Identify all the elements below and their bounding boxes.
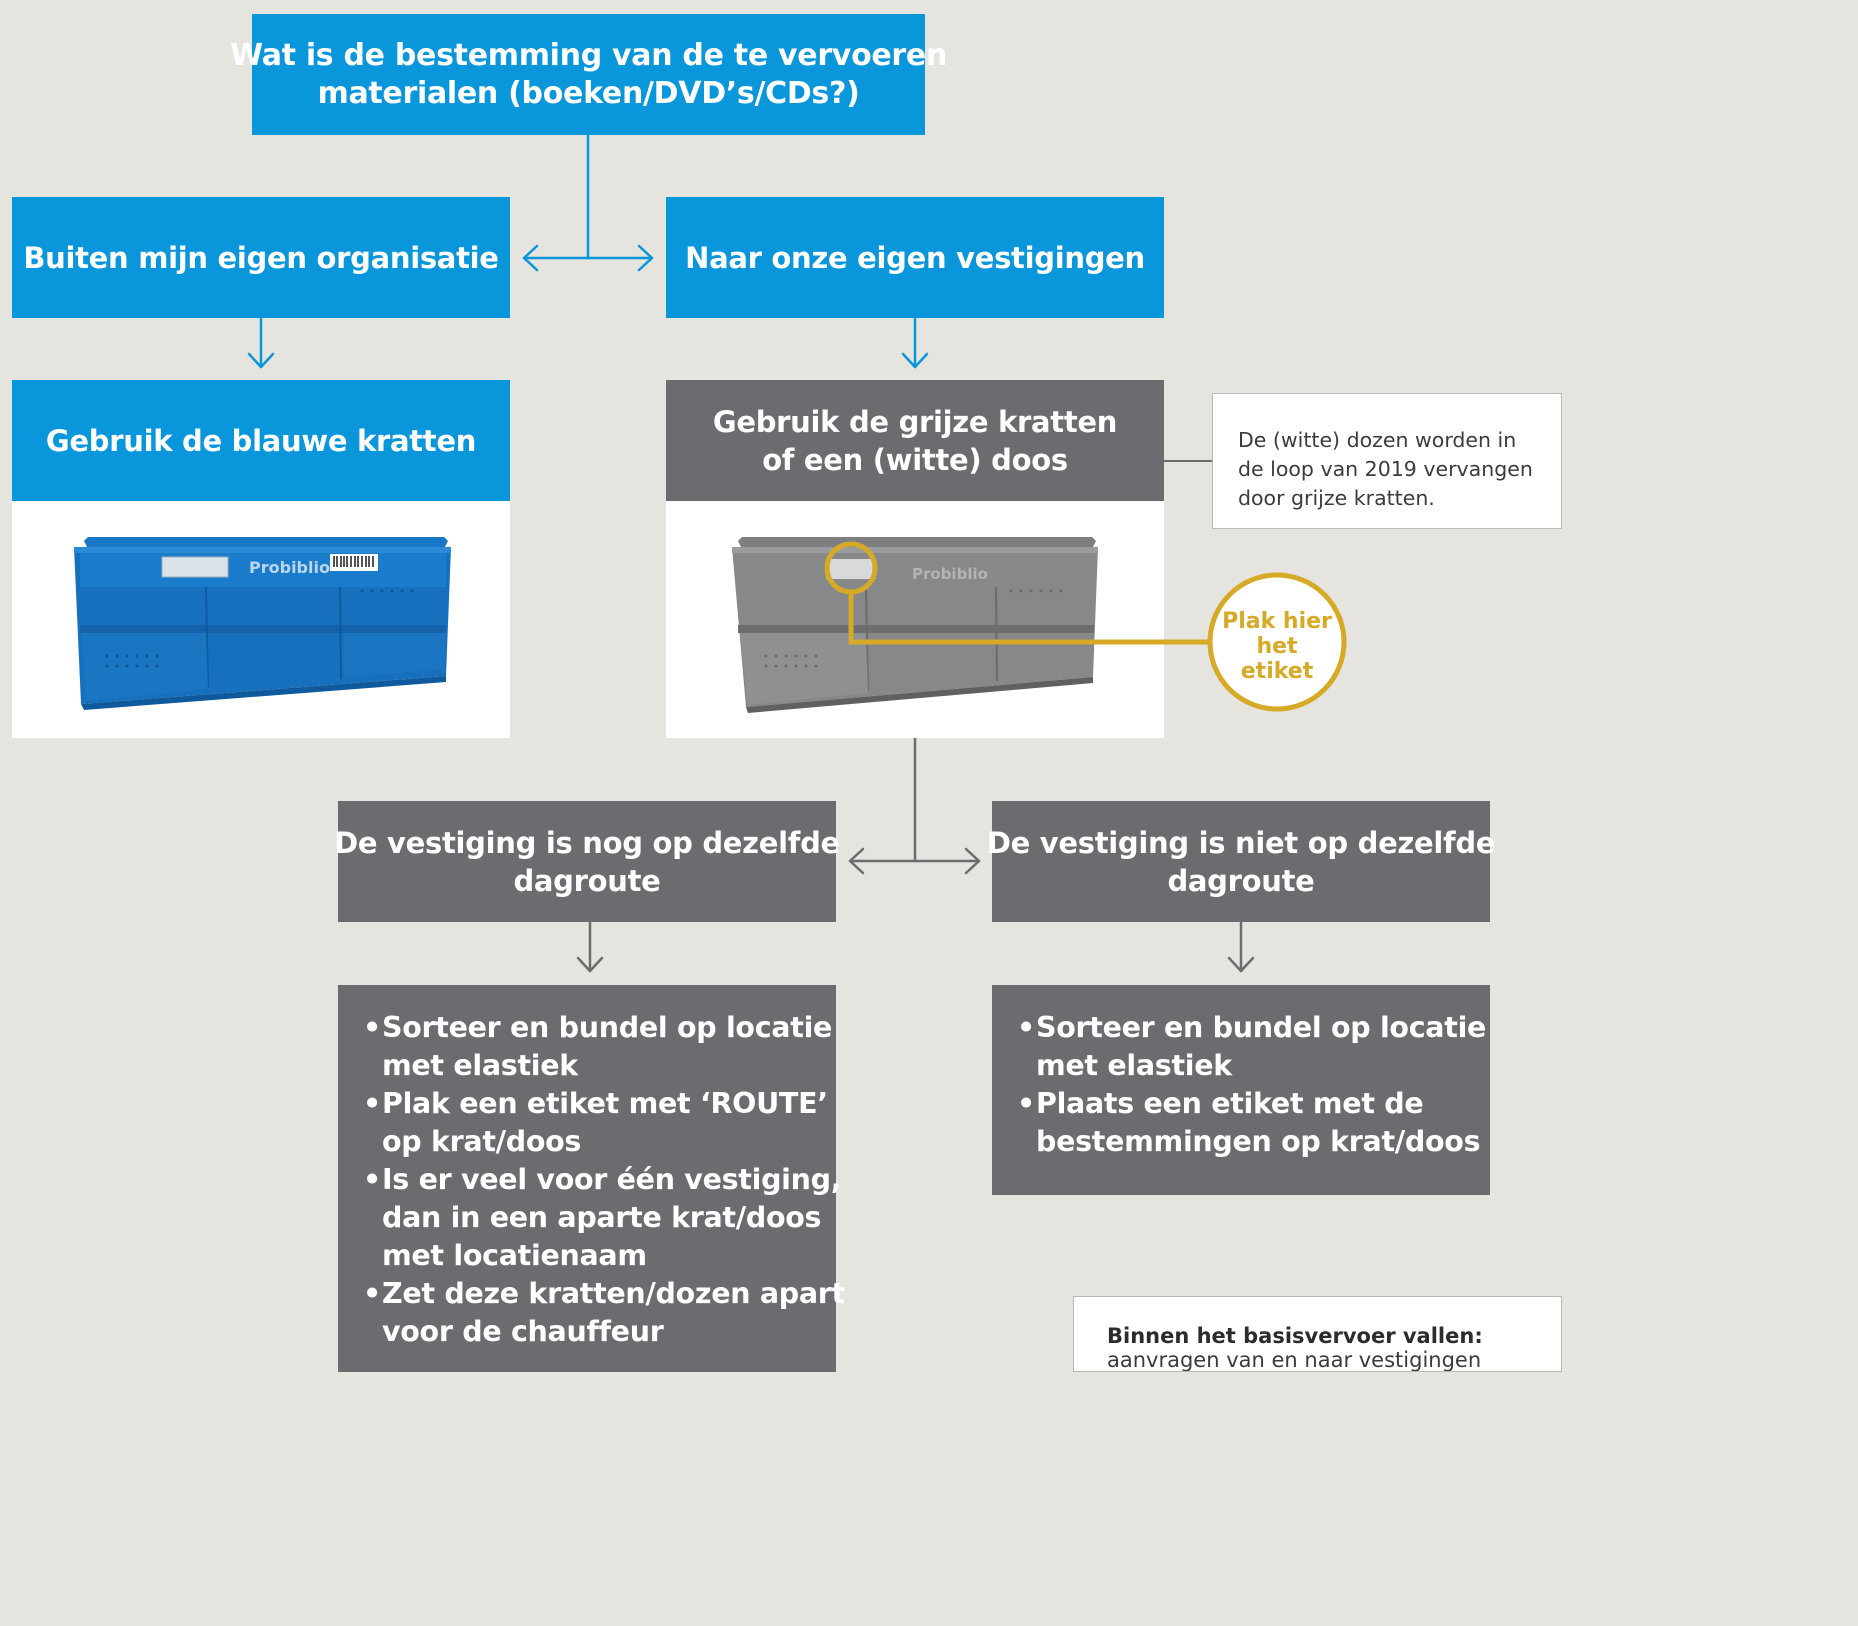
arrow-down-icon — [247, 316, 275, 369]
grey-crates-line: of een (witte) doos — [762, 442, 1068, 477]
step-line: Zet deze kratten/dozen apart — [382, 1277, 845, 1310]
question-line: materialen (boeken/DVD’s/CDs?) — [317, 75, 860, 111]
sticker-label: Plak hier het etiket — [1217, 609, 1337, 684]
route-different-line: dagroute — [1167, 863, 1315, 898]
arrow-down-icon — [1227, 920, 1255, 973]
basic-transport-text: aanvragen van en naar vestigingen — [1107, 1348, 1482, 1372]
step-line: Plaats een etiket met de — [1036, 1087, 1424, 1120]
note-line: door grijze kratten. — [1238, 486, 1435, 510]
step-line: dan in een aparte krat/doos — [382, 1201, 822, 1234]
route-same-line: De vestiging is nog op dezelfde — [334, 825, 840, 860]
step-line: Is er veel voor één vestiging, — [382, 1163, 842, 1196]
step-item: Sorteer en bundel op locatie met elastie… — [1017, 1009, 1490, 1085]
option-external-label: Buiten mijn eigen organisatie — [23, 240, 499, 275]
route-different-line: De vestiging is niet op dezelfde — [986, 825, 1496, 860]
grey-crates-box: Gebruik de grijze kratten of een (witte)… — [666, 380, 1164, 501]
route-same-box: De vestiging is nog op dezelfde dagroute — [334, 801, 840, 922]
step-item: Sorteer en bundel op locatie met elastie… — [363, 1009, 836, 1085]
step-line: met elastiek — [1036, 1049, 1232, 1082]
grey-crate-panel: Probiblio — [666, 501, 1164, 738]
double-arrow-icon — [522, 244, 654, 272]
option-internal-label: Naar onze eigen vestigingen — [685, 240, 1145, 275]
other-route-steps: Sorteer en bundel op locatie met elastie… — [992, 985, 1490, 1195]
arrow-down-icon — [576, 920, 604, 973]
basic-transport-heading: Binnen het basisvervoer vallen: — [1107, 1324, 1483, 1348]
blue-crate-panel: Probiblio — [12, 501, 510, 738]
crate-brand: Probiblio — [249, 558, 330, 577]
step-line: voor de chauffeur — [382, 1315, 664, 1348]
option-internal-box: Naar onze eigen vestigingen — [666, 197, 1164, 318]
route-different-box: De vestiging is niet op dezelfde dagrout… — [987, 801, 1495, 922]
crate-brand: Probiblio — [912, 565, 988, 583]
note-line: De (witte) dozen worden in — [1238, 428, 1517, 452]
step-line: Plak een etiket met ‘ROUTE’ — [382, 1087, 828, 1120]
grey-crate-image: Probiblio — [732, 537, 1164, 713]
step-line: Sorteer en bundel op locatie — [382, 1011, 833, 1044]
sticker-label-line: het — [1256, 634, 1298, 659]
question-line: Wat is de bestemming van de te vervoeren — [229, 37, 948, 73]
blue-crates-box: Gebruik de blauwe kratten — [12, 380, 510, 501]
step-item: Plaats een etiket met de bestemmingen op… — [1017, 1085, 1490, 1161]
grey-crates-line: Gebruik de grijze kratten — [712, 404, 1118, 439]
blue-crates-label: Gebruik de blauwe kratten — [45, 423, 477, 458]
sticker-label-line: Plak hier — [1222, 609, 1332, 634]
step-line: Sorteer en bundel op locatie — [1036, 1011, 1487, 1044]
step-line: op krat/doos — [382, 1125, 582, 1158]
arrow-down-icon — [901, 316, 929, 369]
same-route-steps: Sorteer en bundel op locatie met elastie… — [338, 985, 845, 1372]
step-item: Zet deze kratten/dozen apart voor de cha… — [363, 1275, 845, 1351]
basic-transport-note: Binnen het basisvervoer vallen: aanvrage… — [1073, 1296, 1562, 1372]
blue-crate-image: Probiblio — [74, 537, 451, 710]
step-line: bestemmingen op krat/doos — [1036, 1125, 1481, 1158]
note-line: de loop van 2019 vervangen — [1238, 457, 1533, 481]
sticker-pointer-line — [848, 592, 1164, 645]
sticker-callout — [1164, 572, 1347, 712]
question-box: Wat is de bestemming van de te vervoeren… — [230, 14, 947, 135]
option-external-box: Buiten mijn eigen organisatie — [12, 197, 510, 318]
double-arrow-icon — [848, 847, 981, 875]
sticker-label-line: etiket — [1240, 659, 1314, 684]
step-line: met locatienaam — [382, 1239, 647, 1272]
step-item: Is er veel voor één vestiging, dan in ee… — [363, 1161, 842, 1275]
boxes-replacement-note: De (witte) dozen worden in de loop van 2… — [1212, 393, 1562, 529]
route-same-line: dagroute — [513, 863, 661, 898]
step-item: Plak een etiket met ‘ROUTE’ op krat/doos — [363, 1085, 836, 1161]
step-line: met elastiek — [382, 1049, 578, 1082]
